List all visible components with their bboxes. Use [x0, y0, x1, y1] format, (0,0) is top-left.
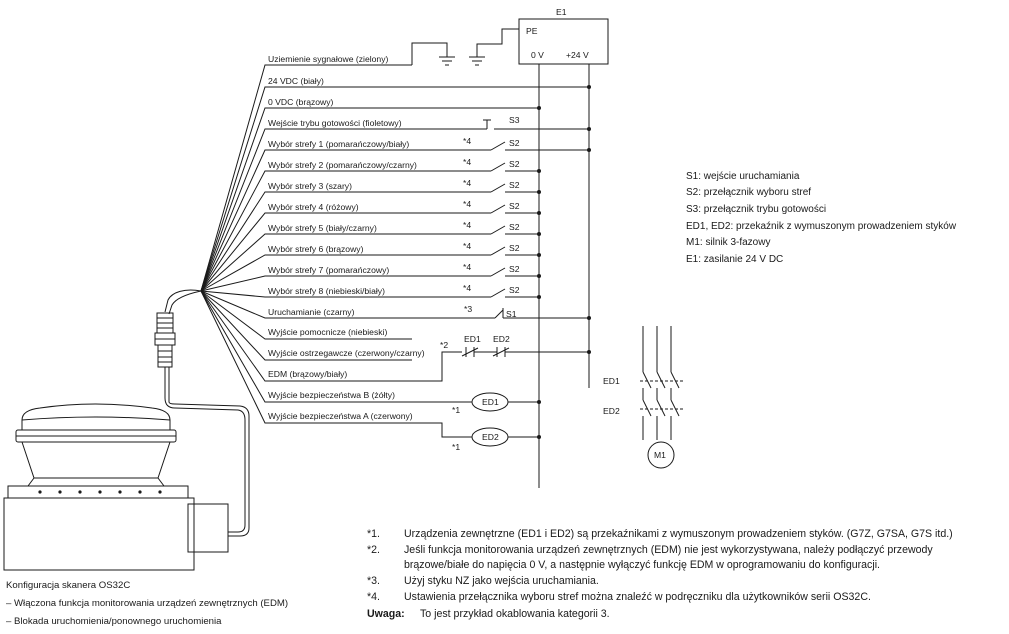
wire-label: Wyjście ostrzegawcze (czerwony/czarny)	[268, 348, 425, 358]
config-title: Konfiguracja skanera OS32C	[6, 580, 130, 591]
s3-label: S3	[509, 115, 520, 125]
legend-item: E1: zasilanie 24 V DC	[686, 254, 783, 265]
wire-label: Wybór strefy 4 (różowy)	[268, 202, 359, 212]
footnote-mark: *4.	[367, 591, 380, 603]
legend-item: S2: przełącznik wyboru stref	[686, 187, 811, 198]
supply-0v-label: 0 V	[531, 50, 544, 60]
motor-m1	[647, 441, 675, 469]
switch-s1: S1 *3	[464, 304, 589, 319]
note-label: Uwaga:	[367, 608, 405, 620]
relay-coils: ED1 *1 ED2 *1	[452, 392, 539, 452]
supply-box	[518, 18, 609, 65]
supply-24v-label: +24 V	[566, 50, 589, 60]
switch-s3: S3	[483, 115, 589, 130]
footnote-text: Użyj styku NZ jako wejścia uruchamiania.	[404, 575, 599, 587]
s2-label: S2	[509, 264, 520, 274]
legend-item: ED1, ED2: przekaźnik z wymuszonym prowad…	[686, 221, 957, 232]
footnote-mark: *3.	[367, 575, 380, 587]
wire-label: Wyjście bezpieczeństwa A (czerwony)	[268, 411, 413, 421]
motor-label: M1	[654, 450, 666, 460]
legend-item: S3: przełącznik trybu gotowości	[686, 204, 826, 215]
wire-fanout	[200, 64, 589, 438]
config-item: – Włączona funkcja monitorowania urządze…	[6, 598, 288, 609]
wire-label: Wybór strefy 1 (pomarańczowy/biały)	[268, 139, 409, 149]
footnote-mark: *2	[440, 340, 448, 350]
footnote-mark: *4	[463, 262, 471, 272]
wire-label: Uruchamianie (czarny)	[268, 307, 355, 317]
coil-ed2-label: ED2	[482, 432, 499, 442]
footnote-mark: *4	[463, 199, 471, 209]
scanner-config: Konfiguracja skanera OS32C – Włączona fu…	[6, 580, 288, 627]
wire-labels: Uziemienie sygnałowe (zielony) 24 VDC (b…	[268, 54, 425, 421]
wire-label: Wybór strefy 6 (brązowy)	[268, 244, 364, 254]
wire-label: 0 VDC (brązowy)	[268, 97, 334, 107]
wire-label: Wybór strefy 8 (niebieski/biały)	[268, 286, 385, 296]
footnote-mark: *1	[452, 442, 460, 452]
junction-dots	[537, 85, 591, 439]
contactor-ed1-label: ED1	[603, 376, 620, 386]
footnote-mark: *4	[463, 157, 471, 167]
footnote-text: Urządzenia zewnętrzne (ED1 i ED2) są prz…	[404, 528, 953, 540]
s2-label: S2	[509, 138, 520, 148]
note-text: To jest przykład okablowania kategorii 3…	[420, 608, 610, 620]
footnote-text: Ustawienia przełącznika wyboru stref moż…	[404, 591, 871, 603]
coil-ed1-label: ED1	[482, 397, 499, 407]
edm-contacts: ED1 ED2 *2	[440, 334, 589, 357]
wire-label: Wybór strefy 3 (szary)	[268, 181, 352, 191]
footnote-mark: *4	[463, 136, 471, 146]
wire-label: Wybór strefy 5 (biały/czarny)	[268, 223, 377, 233]
s2-label: S2	[509, 159, 520, 169]
scanner-cable	[154, 289, 250, 537]
scanner-base	[3, 497, 195, 571]
contactor-ed2-label: ED2	[603, 406, 620, 416]
wire-label: Wejście trybu gotowości (fioletowy)	[268, 118, 402, 128]
wire-label: EDM (brązowy/biały)	[268, 369, 347, 379]
footnote-mark: *4	[463, 220, 471, 230]
legend: S1: wejście uruchamiania S2: przełącznik…	[686, 171, 957, 265]
s1-label: S1	[506, 309, 517, 319]
supply-name: E1	[556, 7, 567, 17]
wire-label: Wyjście bezpieczeństwa B (żółty)	[268, 390, 395, 400]
wire-label: Uziemienie sygnałowe (zielony)	[268, 54, 389, 64]
legend-item: S1: wejście uruchamiania	[686, 171, 800, 182]
power-supply-e1: E1 PE 0 V +24 V	[469, 7, 609, 488]
footnote-mark: *1.	[367, 528, 380, 540]
wire-label: 24 VDC (biały)	[268, 76, 324, 86]
zone-switches: S2 S2 S2 S2 S2 S2 S2 S2 *4 *4 *4 *4 *4 *…	[463, 136, 589, 298]
footnote-mark: *4	[463, 283, 471, 293]
footnote-mark: *3	[464, 304, 472, 314]
s2-label: S2	[509, 201, 520, 211]
s2-label: S2	[509, 222, 520, 232]
footnote-mark: *1	[452, 405, 460, 415]
legend-item: M1: silnik 3-fazowy	[686, 237, 770, 248]
signal-ground	[411, 42, 455, 66]
wire-label: Wybór strefy 2 (pomarańczowy/czarny)	[268, 160, 417, 170]
footnote-text: brązowe/białe do napięcia 0 V, a następn…	[404, 559, 880, 571]
edm-ed2-label: ED2	[493, 334, 510, 344]
edm-ed1-label: ED1	[464, 334, 481, 344]
s2-label: S2	[509, 285, 520, 295]
s2-label: S2	[509, 180, 520, 190]
footnote-mark: *4	[463, 241, 471, 251]
pe-wire	[476, 28, 519, 57]
wire-label: Wyjście pomocnicze (niebieski)	[268, 327, 387, 337]
config-item: – Blokada uruchomienia/ponownego uruchom…	[6, 616, 222, 627]
footnote-text: Jeśli funkcja monitorowania urządzeń zew…	[404, 544, 933, 556]
footnote-mark: *4	[463, 178, 471, 188]
footnote-mark: *2.	[367, 544, 380, 556]
footnotes: *1. Urządzenia zewnętrzne (ED1 i ED2) są…	[367, 528, 953, 620]
scanner-os32c	[3, 403, 229, 571]
motor-circuit: ED1 ED2 M1	[603, 326, 683, 469]
s2-label: S2	[509, 243, 520, 253]
wire-label: Wybór strefy 7 (pomarańczowy)	[268, 265, 389, 275]
supply-pe-label: PE	[526, 26, 538, 36]
